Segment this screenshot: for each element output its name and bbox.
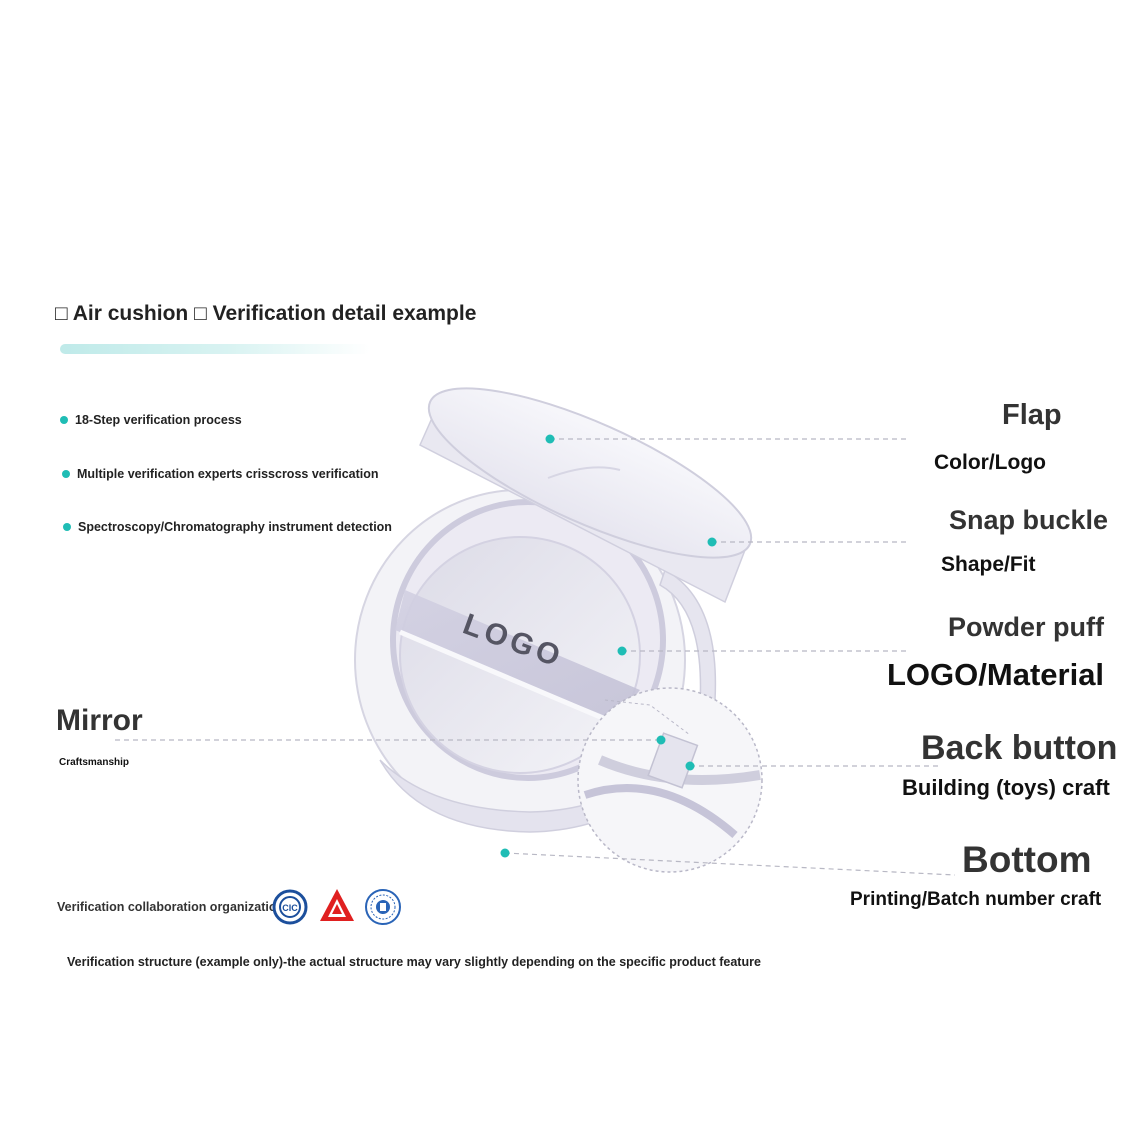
organizations-label: Verification collaboration organization: (57, 900, 289, 914)
flap-lid (419, 387, 753, 604)
feature-item: Spectroscopy/Chromatography instrument d… (63, 520, 392, 534)
callout-bottom-subtitle: Printing/Batch number craft (850, 889, 1102, 910)
flap-dot (545, 434, 555, 444)
feature-item: 18-Step verification process (60, 413, 242, 427)
puff-dot (617, 646, 627, 656)
footnote: Verification structure (example only)-th… (67, 955, 761, 969)
bullet-dot-icon (63, 522, 71, 531)
bullet-dot-icon (60, 415, 68, 424)
bullet-dot-icon (62, 469, 70, 478)
callout-puff-subtitle: LOGO/Material (887, 657, 1105, 692)
callout-flap-subtitle: Color/Logo (934, 451, 1046, 474)
callout-back-button-subtitle: Building (toys) craft (902, 775, 1110, 800)
feature-item: Multiple verification experts crisscross… (62, 467, 379, 481)
back-button-detail (577, 687, 763, 873)
powder-puff (395, 536, 641, 774)
page-title: □ Air cushion □ Verification detail exam… (55, 302, 477, 325)
callout-mirror-title: Mirror (56, 704, 143, 737)
callout-snap-title: Snap buckle (949, 505, 1109, 535)
leader-lines (115, 438, 956, 876)
blue-seal-badge-icon (365, 889, 401, 925)
mirror-dot (656, 735, 666, 745)
title-underline (60, 344, 370, 354)
cic-badge-icon: CIC (272, 889, 308, 925)
callout-snap-subtitle: Shape/Fit (941, 553, 1036, 576)
red-triangle-badge-icon (320, 889, 354, 921)
cic-badge-text: CIC (282, 903, 298, 913)
feature-text: Multiple verification experts crisscross… (77, 467, 379, 481)
feature-text: 18-Step verification process (75, 413, 242, 427)
feature-text: Spectroscopy/Chromatography instrument d… (78, 520, 392, 534)
callout-flap-title: Flap (1002, 399, 1062, 431)
snap-dot (707, 537, 717, 547)
back-button-dot (685, 761, 695, 771)
callout-dots (500, 434, 717, 858)
callout-back-button-title: Back button (921, 729, 1118, 767)
bottom-dot (500, 848, 510, 858)
callout-puff-title: Powder puff (948, 612, 1104, 642)
callout-bottom-title: Bottom (962, 839, 1092, 880)
callout-mirror-subtitle: Craftsmanship (59, 757, 130, 768)
